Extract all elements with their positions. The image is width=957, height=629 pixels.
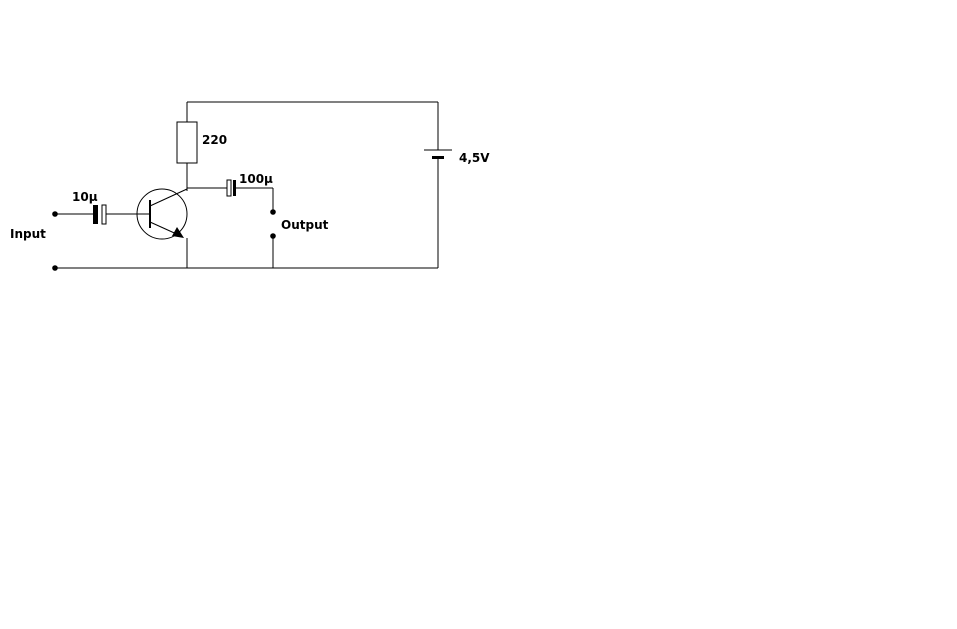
transistor-collector	[149, 188, 188, 207]
output-cap-plate-filled	[233, 180, 236, 196]
input-label: Input	[10, 227, 46, 241]
input-capacitor-label: 10µ	[72, 190, 98, 204]
output-terminal-top	[270, 209, 276, 215]
resistor-value-label: 220	[202, 133, 227, 147]
output-capacitor-label: 100µ	[239, 172, 273, 186]
battery-voltage-label: 4,5V	[459, 151, 490, 165]
transistor-emitter-arrow-icon	[172, 227, 184, 238]
output-cap-plate-hollow	[226, 179, 232, 197]
input-terminal-bottom	[52, 265, 58, 271]
output-label: Output	[281, 218, 329, 232]
transistor-body	[136, 188, 188, 240]
input-cap-plate-filled	[93, 205, 98, 224]
input-cap-plate-hollow	[101, 204, 107, 225]
battery-short-plate	[432, 156, 444, 159]
resistor-220	[176, 121, 198, 164]
